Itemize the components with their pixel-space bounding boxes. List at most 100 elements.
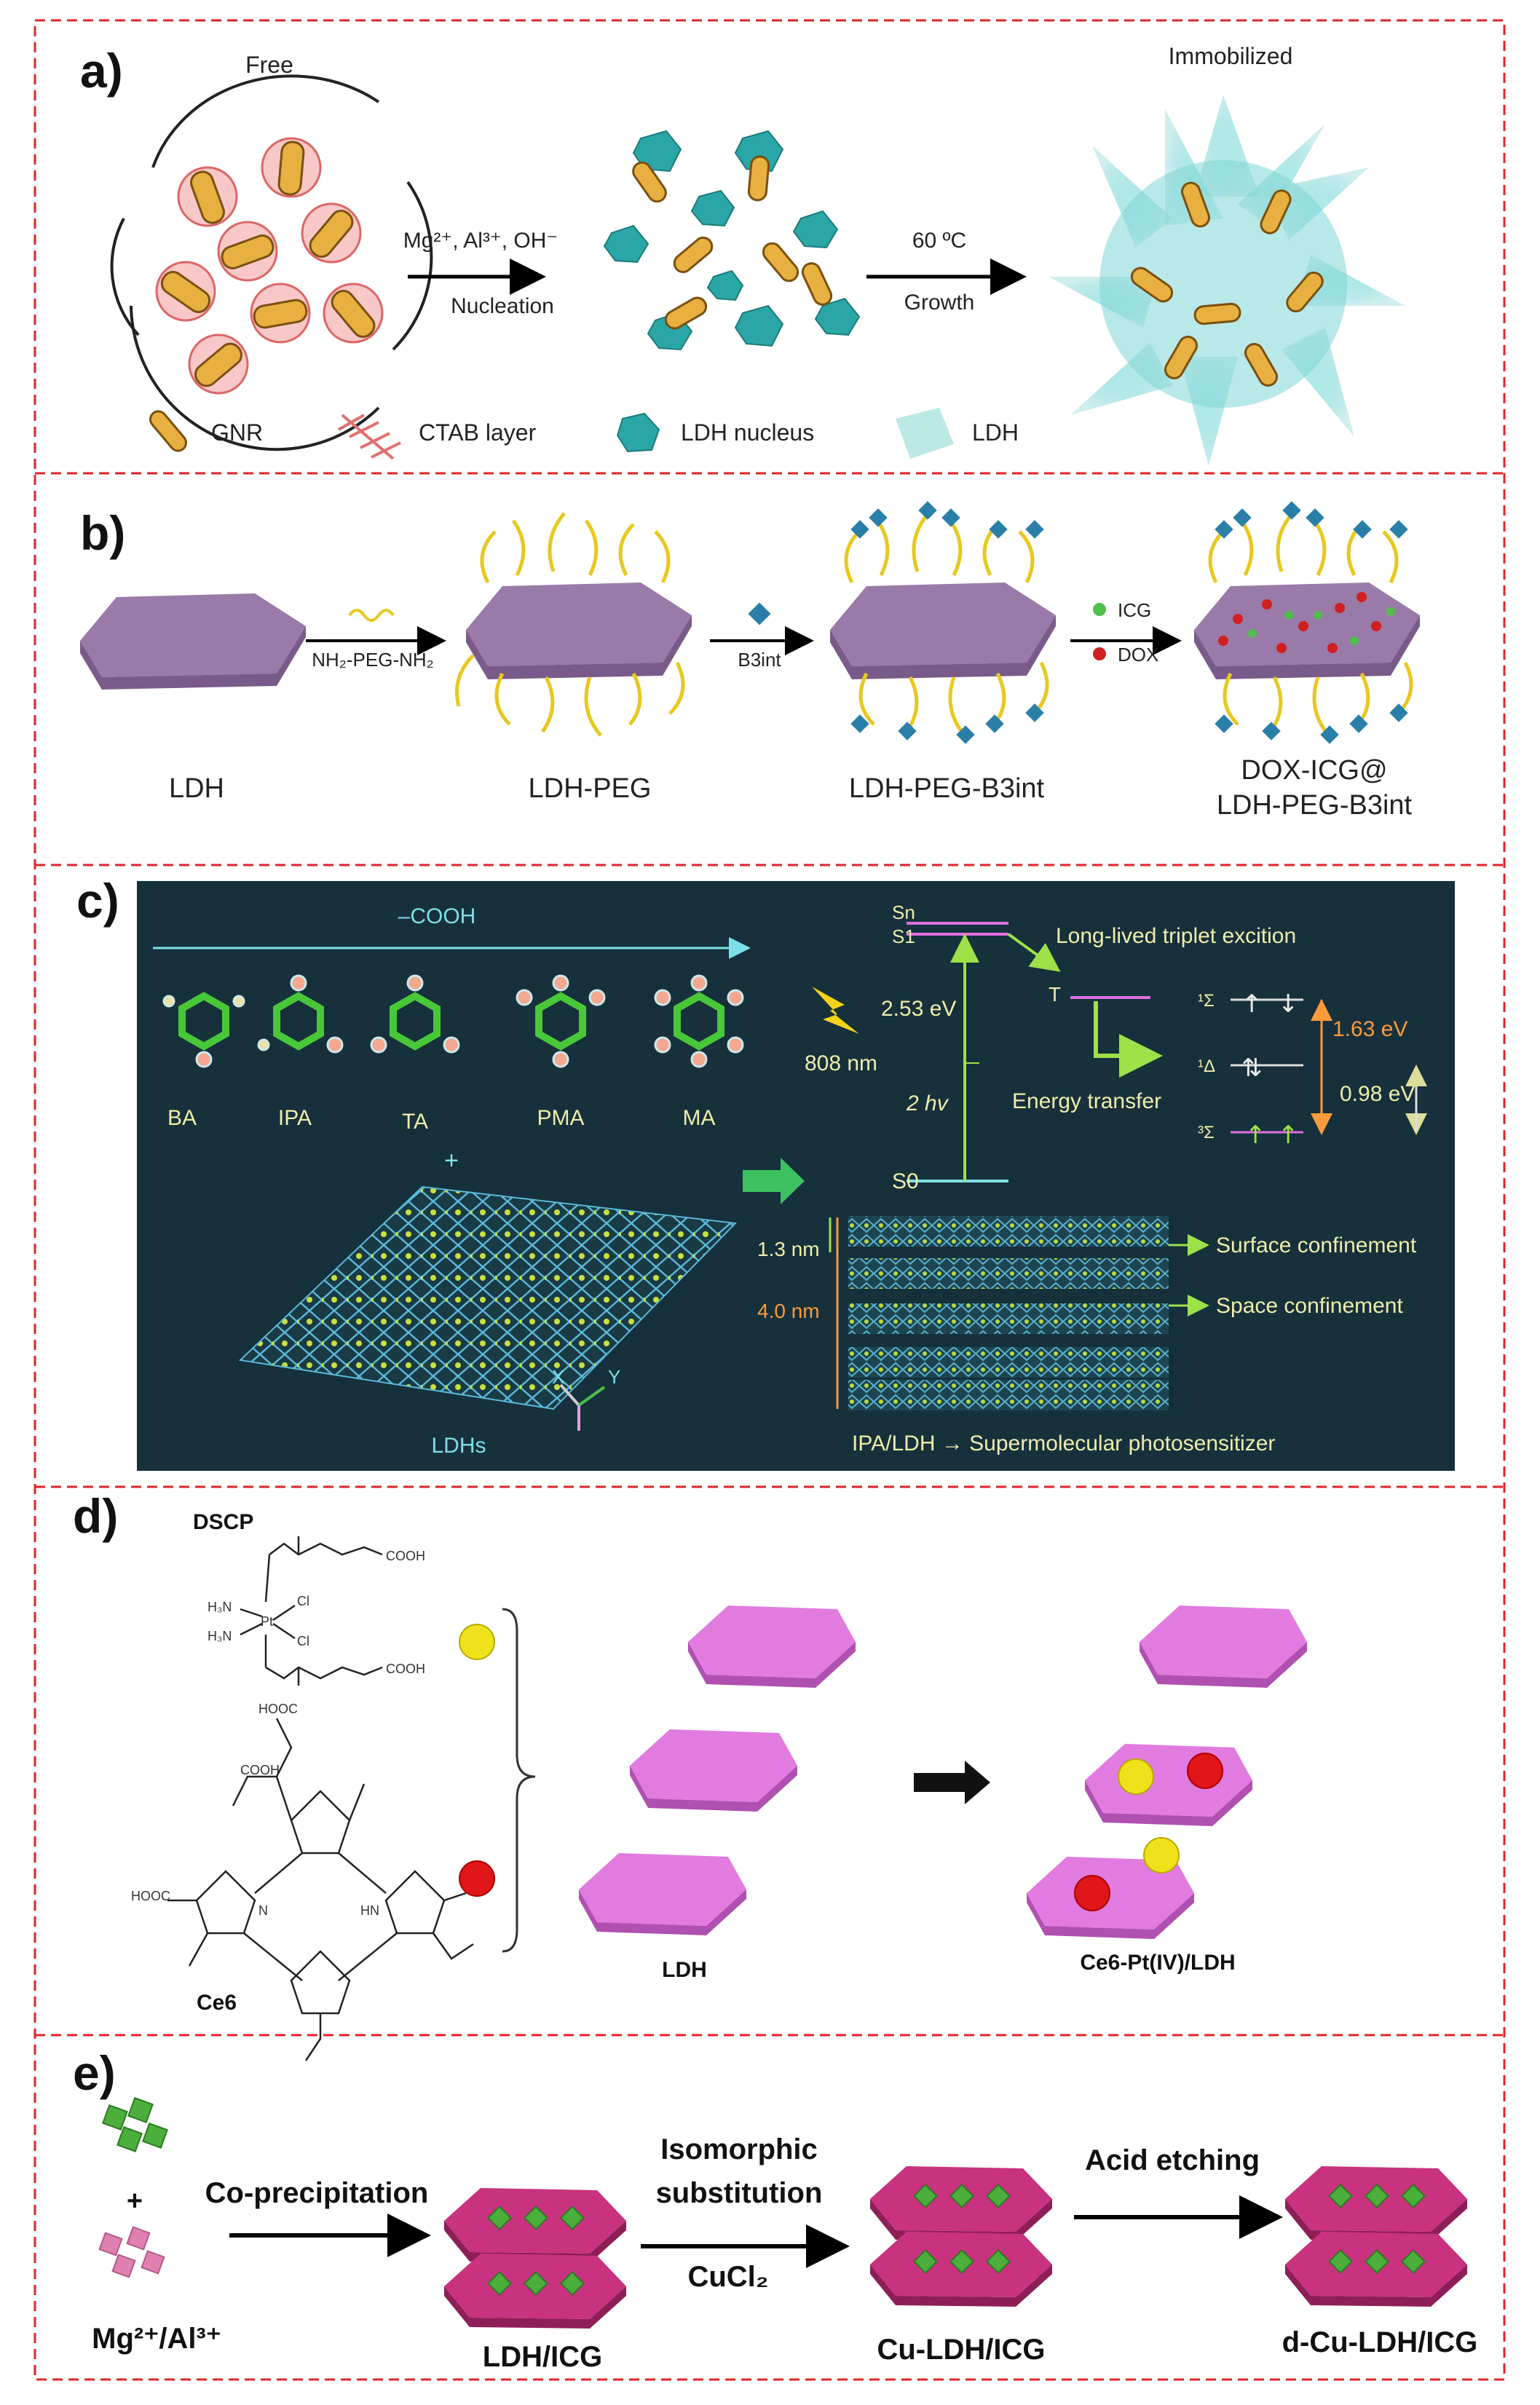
- ion-cubes: [98, 2226, 165, 2278]
- gnr-legend-icon: [149, 410, 187, 452]
- legend-ldh: LDH: [972, 419, 1019, 446]
- ldh-lattice-sheet: [238, 1185, 738, 1410]
- molecule-pma: [516, 974, 606, 1068]
- delta1-label: ¹Δ: [1198, 1057, 1215, 1076]
- ce6-cooh-mid: COOH: [240, 1763, 280, 1777]
- panel-d: d) DSCP COOH COOH H₃N H₃N Pt Cl Cl: [73, 1489, 1307, 2061]
- nucleation-label: Nucleation: [451, 294, 554, 318]
- ldh-platelets-d: [579, 1606, 856, 1935]
- panel-c: c) –COOH: [76, 874, 1455, 1471]
- laser-label: 808 nm: [805, 1051, 877, 1075]
- dscp-pt: Pt: [261, 1614, 273, 1629]
- axis-x: X: [552, 1366, 564, 1388]
- legend-a: GNR CTAB layer LDH nucleus LDH: [149, 408, 1019, 460]
- green-arrow: [743, 1158, 805, 1204]
- dscp-label: DSCP: [193, 1510, 253, 1534]
- ldh-legend-icon: [896, 408, 954, 459]
- panel-label-c: c): [76, 874, 119, 928]
- panel-label-b: b): [80, 506, 125, 560]
- s1-label: S1: [892, 925, 915, 947]
- coprecipitation-label: Co-precipitation: [205, 2177, 429, 2209]
- axis-gizmo: [559, 1383, 606, 1431]
- molecules: [162, 974, 744, 1068]
- nucleated-cluster: [603, 130, 861, 351]
- distance-4-0: 4.0 nm: [757, 1300, 820, 1322]
- product-label-d: Ce6-Pt(IV)/LDH: [1080, 1951, 1235, 1975]
- svg-text:↑: ↑: [1245, 1121, 1266, 1150]
- laser-bolt-icon: [812, 987, 859, 1034]
- immobilized-burst: [1049, 95, 1405, 466]
- loaded-platelets: [1027, 1606, 1307, 1939]
- isomorphic-label: Isomorphic: [660, 2133, 818, 2165]
- ce6-red-marker: [459, 1860, 495, 1897]
- label-final-line1: DOX-ICG@: [1241, 755, 1387, 786]
- peg-reagent: NH₂-PEG-NH₂: [312, 649, 434, 671]
- dscp-cl-top: Cl: [297, 1594, 309, 1608]
- ctab-legend-icon: [338, 414, 401, 460]
- ldh-label-d: LDH: [662, 1958, 707, 1982]
- ce6-structure: [167, 1718, 474, 2061]
- molecule-ma: [654, 974, 744, 1068]
- surface-confinement: Surface confinement: [1216, 1233, 1417, 1257]
- ce6-hooc-top: HOOC: [258, 1702, 298, 1716]
- b3int-reagent: B3int: [738, 649, 781, 671]
- dscp-h3n-top: H₃N: [208, 1600, 232, 1614]
- svg-text:↓: ↓: [1278, 990, 1299, 1019]
- panel-label-e: e): [73, 2046, 116, 2100]
- ions-label: Mg²⁺/Al³⁺: [92, 2323, 221, 2355]
- d-cu-ldh-icg-label: d-Cu-LDH/ICG: [1282, 2326, 1478, 2358]
- sn-label: Sn: [892, 901, 915, 923]
- energy-2-53: 2.53 eV: [881, 997, 956, 1021]
- ce6-hn-right: HN: [360, 1903, 379, 1918]
- svg-text:↑: ↑: [1241, 990, 1263, 1019]
- panel-borders: [33, 19, 1506, 2381]
- dscp-h3n-bottom: H₃N: [208, 1629, 232, 1643]
- immobilized-label: Immobilized: [1169, 43, 1293, 69]
- reaction-arrow-d: [914, 1761, 990, 1804]
- jablonski-diagram: [907, 922, 1163, 1182]
- substitution-label: substitution: [656, 2177, 823, 2209]
- dox-icon: [1093, 647, 1106, 660]
- energy-1-63: 1.63 eV: [1332, 1017, 1407, 1041]
- icg-cubes: [102, 2097, 168, 2152]
- dscp-cooh-bottom: COOH: [386, 1662, 425, 1676]
- mol-label-ma: MA: [683, 1106, 716, 1130]
- ldh-peg: [455, 512, 692, 737]
- cu-ldh-icg: [870, 2166, 1052, 2307]
- sigma1-label: ¹Σ: [1198, 991, 1215, 1011]
- cucl2-label: CuCl₂: [687, 2261, 768, 2293]
- nucleation-conditions: Mg²⁺, Al³⁺, OH⁻: [403, 229, 558, 253]
- panel-label-d: d): [73, 1489, 118, 1543]
- photosensitizer-footer: IPA/LDH → Supermolecular photosensitizer: [852, 1431, 1275, 1456]
- bracket: [502, 1608, 536, 1953]
- dscp-structure: [240, 1536, 383, 1686]
- oxygen-states: ↑ ↓ ⇅ ↑ ↑: [1231, 990, 1427, 1150]
- dscp-cooh-top: COOH: [386, 1549, 425, 1563]
- ce6-n-left: N: [258, 1903, 268, 1918]
- mol-label-pma: PMA: [537, 1106, 584, 1130]
- dscp-cl-bottom: Cl: [297, 1634, 309, 1648]
- svg-text:⇅: ⇅: [1241, 1054, 1263, 1083]
- icg-label: ICG: [1118, 599, 1151, 621]
- ldh-icg-label: LDH/ICG: [483, 2341, 602, 2373]
- ldh-peg-b3int: [830, 501, 1056, 744]
- ce6-label: Ce6: [197, 1991, 237, 2015]
- cooh-label: –COOH: [398, 904, 476, 928]
- growth-label: Growth: [904, 291, 975, 315]
- ldh-nucleus-legend-icon: [616, 412, 660, 453]
- legend-ldh-nucleus: LDH nucleus: [681, 419, 814, 446]
- space-confinement: Space confinement: [1216, 1294, 1403, 1318]
- molecule-ba: [162, 992, 245, 1068]
- t-label: T: [1049, 983, 1061, 1006]
- sigma3-label: ³Σ: [1198, 1123, 1215, 1142]
- layered-ldh: [829, 1216, 1209, 1410]
- plus-c: +: [444, 1147, 459, 1174]
- cu-ldh-icg-label: Cu-LDH/ICG: [877, 2334, 1045, 2366]
- b3int-icon: [748, 602, 771, 625]
- peg-chain-icon: [348, 609, 395, 622]
- plus-e: +: [127, 2186, 143, 2216]
- label-ldh-peg: LDH-PEG: [529, 773, 652, 804]
- d-cu-ldh-icg: [1285, 2166, 1467, 2307]
- two-hv-label: 2 hv: [906, 1091, 949, 1115]
